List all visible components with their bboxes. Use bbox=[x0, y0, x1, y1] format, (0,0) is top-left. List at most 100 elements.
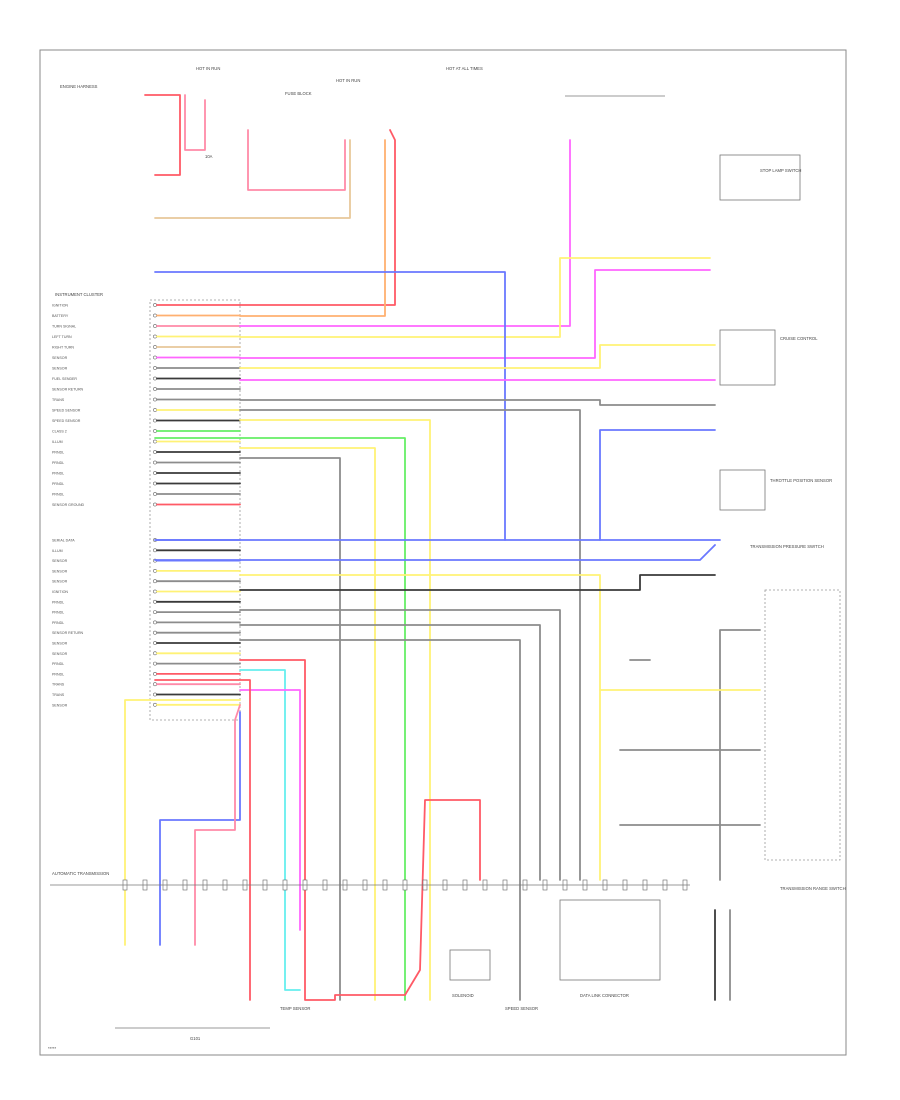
wire-yellow bbox=[239, 574, 601, 881]
cluster-pin-label: TRANS bbox=[52, 398, 65, 402]
wire-yellow bbox=[239, 419, 431, 1001]
dlc-box bbox=[559, 899, 661, 981]
cluster-pin-label: SENSOR bbox=[52, 569, 68, 573]
cruise-control-box bbox=[719, 329, 776, 386]
cluster-pin-label: PRNDL bbox=[52, 611, 64, 615]
data-link-connector: DATA LINK CONNECTOR bbox=[559, 899, 661, 998]
wire-gray bbox=[239, 609, 561, 881]
wire-gray bbox=[719, 629, 761, 881]
throttle-position-box bbox=[719, 469, 766, 511]
cluster-pin-label: TURN SIGNAL bbox=[52, 325, 76, 329]
header-hot-in-run-2: HOT IN RUN bbox=[336, 78, 360, 83]
wire-gray bbox=[239, 457, 341, 1001]
wire-red bbox=[239, 659, 481, 1001]
stop-lamp-switch: STOP LAMP SWITCH bbox=[719, 154, 801, 201]
cluster-pin-label: SENSOR RETURN bbox=[52, 388, 84, 392]
instrument-cluster-title: INSTRUMENT CLUSTER bbox=[55, 292, 103, 297]
wire-red bbox=[144, 94, 181, 176]
cluster-pin-label: SENSOR bbox=[52, 652, 68, 656]
wire-green bbox=[154, 437, 406, 1001]
wires bbox=[122, 94, 761, 1001]
trans-connector-label: AUTOMATIC TRANSMISSION bbox=[52, 871, 109, 876]
header-hot-at-all-times: HOT AT ALL TIMES bbox=[446, 66, 483, 71]
wire-blue bbox=[154, 271, 506, 541]
cruise-control-label: CRUISE CONTROL bbox=[780, 336, 818, 341]
cluster-pin-label: SENSOR bbox=[52, 580, 68, 584]
cluster-pin-label: ILLUM bbox=[52, 440, 63, 444]
cluster-pin-label: SENSOR bbox=[52, 356, 68, 360]
wire-blue bbox=[154, 544, 716, 561]
cluster-pin-label: PRNDL bbox=[52, 493, 64, 497]
wire-orange bbox=[239, 139, 386, 317]
cluster-pin-label: PRNDL bbox=[52, 672, 64, 676]
dlc-label: DATA LINK CONNECTOR bbox=[580, 993, 629, 998]
wire-magenta bbox=[239, 139, 571, 327]
wire-cyan bbox=[239, 669, 301, 991]
cluster-pin-label: PRNDL bbox=[52, 621, 64, 625]
ground-point: G101 bbox=[115, 1027, 270, 1041]
temp-sensor: TEMP SENSOR bbox=[280, 1006, 310, 1011]
wire-tan bbox=[154, 139, 351, 219]
wire-blue bbox=[159, 711, 241, 946]
transmission-pressure-switch: TRANSMISSION PRESSURE SWITCH bbox=[750, 544, 824, 549]
wire-black bbox=[239, 574, 716, 591]
fuse-header: HOT IN RUN HOT IN RUN HOT AT ALL TIMES F… bbox=[60, 66, 665, 159]
cluster-pin-label: PRNDL bbox=[52, 482, 64, 486]
diagram-frame bbox=[39, 49, 847, 1056]
throttle-position-label: THROTTLE POSITION SENSOR bbox=[770, 478, 832, 483]
wire-yellow bbox=[239, 447, 376, 1001]
trans-range-box bbox=[764, 589, 841, 861]
cluster-pin-label: FUEL SENDER bbox=[52, 377, 77, 381]
instrument-cluster-block: INSTRUMENT CLUSTER IGNITION BATTERY TURN S… bbox=[52, 292, 241, 721]
footer-code: ***** bbox=[48, 1046, 57, 1051]
wire-blue bbox=[599, 429, 716, 541]
wire-yellow bbox=[239, 344, 716, 369]
cluster-pin-label: SENSOR RETURN bbox=[52, 631, 84, 635]
speed-sensor-label: SPEED SENSOR bbox=[505, 1006, 538, 1011]
wire-yellow bbox=[124, 699, 241, 946]
cluster-pin-label: TRANS bbox=[52, 683, 65, 687]
wire-red bbox=[239, 129, 396, 306]
cluster-pin-label: SENSOR bbox=[52, 367, 68, 371]
cluster-pin-label: SENSOR bbox=[52, 703, 68, 707]
cluster-pin-label: PRNDL bbox=[52, 600, 64, 604]
wire-gray bbox=[239, 639, 521, 1001]
cluster-pin-label: TRANS bbox=[52, 693, 65, 697]
header-fuse-block: FUSE BLOCK bbox=[285, 91, 312, 96]
wire-red bbox=[154, 679, 251, 1001]
cluster-pin-label: IGNITION bbox=[52, 590, 68, 594]
ground-label: G101 bbox=[190, 1036, 201, 1041]
cluster-pin-label: PRNDL bbox=[52, 662, 64, 666]
transmission-range-switch: TRANSMISSION RANGE SWITCH bbox=[764, 589, 846, 891]
wire-gray bbox=[239, 624, 541, 881]
cluster-pin-label: LEFT TURN bbox=[52, 335, 72, 339]
cruise-control-module: CRUISE CONTROL bbox=[719, 329, 818, 386]
cluster-pin-label: ILLUM bbox=[52, 549, 63, 553]
cluster-pin-label: SENSOR bbox=[52, 642, 68, 646]
cluster-pin-label: CLASS 2 bbox=[52, 430, 67, 434]
stop-lamp-switch-label: STOP LAMP SWITCH bbox=[760, 168, 801, 173]
temp-sensor-label: TEMP SENSOR bbox=[280, 1006, 310, 1011]
header-fuse-value: 10A bbox=[205, 154, 213, 159]
trans-range-label: TRANSMISSION RANGE SWITCH bbox=[780, 886, 846, 891]
instrument-cluster-pins: IGNITION BATTERY TURN SIGNAL LEFT TURN RIGHT… bbox=[52, 303, 241, 707]
cluster-pin-label: SENSOR GROUND bbox=[52, 503, 85, 507]
cluster-pin-label: PRNDL bbox=[52, 461, 64, 465]
cluster-pin-label: PRNDL bbox=[52, 451, 64, 455]
wire-pink bbox=[247, 129, 346, 191]
solenoid-assembly: SOLENOID bbox=[449, 949, 491, 998]
instrument-cluster-box bbox=[149, 299, 241, 721]
cluster-pin-label: BATTERY bbox=[52, 314, 69, 318]
cluster-pin-label: SENSOR bbox=[52, 559, 68, 563]
cluster-pin-label: SPEED SENSOR bbox=[52, 409, 81, 413]
wire-pink bbox=[184, 94, 206, 151]
cluster-pin-label: RIGHT TURN bbox=[52, 346, 74, 350]
solenoid-label: SOLENOID bbox=[452, 993, 474, 998]
throttle-position-sensor: THROTTLE POSITION SENSOR bbox=[719, 469, 832, 511]
stop-lamp-switch-box bbox=[719, 154, 801, 201]
cluster-pin-label: PRNDL bbox=[52, 472, 64, 476]
cluster-pin-label: IGNITION bbox=[52, 304, 68, 308]
header-hot-in-run-1: HOT IN RUN bbox=[196, 66, 220, 71]
wire-gray bbox=[239, 409, 581, 881]
